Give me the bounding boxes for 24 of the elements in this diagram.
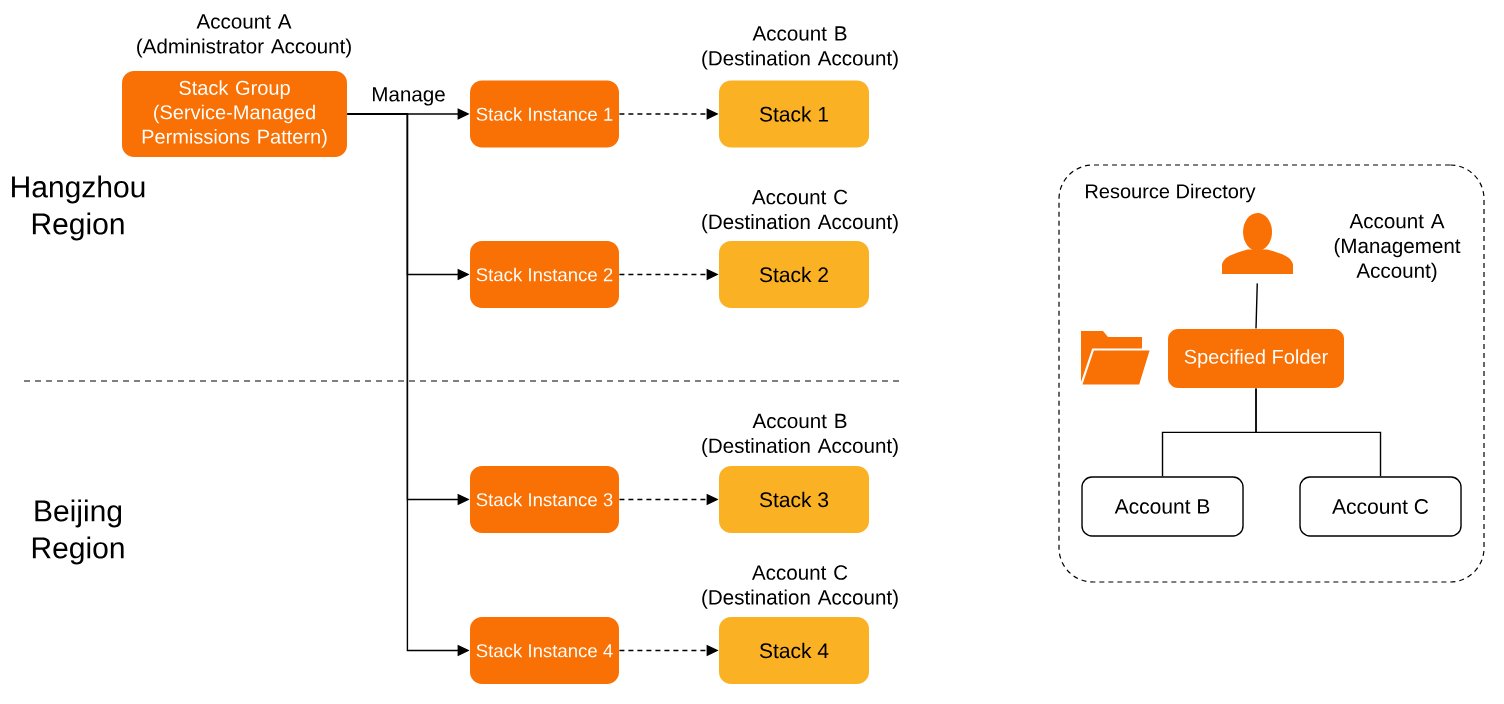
process-box: Stack Instance 2: [470, 241, 619, 308]
connector-line: [1255, 387, 1382, 477]
process-box: Stack 4: [719, 617, 869, 684]
node-label: Account A (Management Account): [1334, 213, 1461, 282]
process-box: Stack 1: [719, 80, 869, 148]
process-box: Account C: [1299, 476, 1462, 537]
connector-line: [1255, 282, 1258, 330]
process-box: Stack 2: [719, 241, 869, 308]
node-label: Account A (Administrator Account): [137, 14, 351, 58]
process-box: Stack Instance 3: [470, 466, 619, 533]
node-label: Account B (Destination Account): [702, 26, 898, 70]
edge-label: Manage: [369, 85, 448, 108]
process-box: Stack Group (Service-Managed Permissions Pattern): [122, 71, 347, 157]
person-icon: [1222, 213, 1293, 274]
node-label: Account C (Destination Account): [702, 189, 898, 234]
process-box: Stack Instance 4: [470, 617, 619, 684]
process-box: Account B: [1081, 476, 1244, 537]
process-box: Stack Instance 1: [470, 80, 619, 148]
region-label: Beijing Region: [32, 499, 124, 565]
region-label: Hangzhou Region: [12, 175, 145, 241]
node-label: Account B (Destination Account): [702, 413, 898, 458]
process-box: Specified Folder: [1168, 329, 1344, 388]
process-box: Stack 3: [719, 466, 869, 533]
node-label: Account C (Destination Account): [702, 565, 898, 609]
